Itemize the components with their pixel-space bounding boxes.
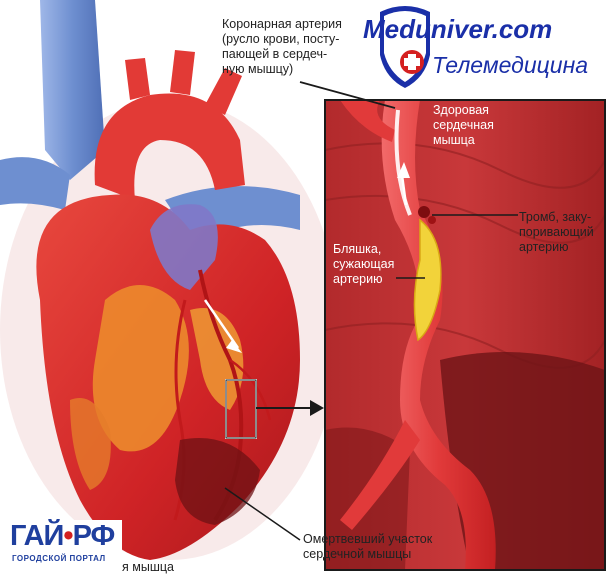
gai-logo-sub: ГОРОДСКОЙ ПОРТАЛ bbox=[12, 554, 106, 563]
label-plaque: Бляшка, сужающая артерию bbox=[333, 242, 394, 287]
gai-logo-sep: • bbox=[63, 520, 72, 552]
label-dead-area: Омертвевший участок сердечной мышцы bbox=[303, 532, 432, 562]
label-healthy-muscle: Здоровая сердечная мышца bbox=[433, 103, 494, 148]
label-thrombus: Тромб, заку- поривающий артерию bbox=[519, 210, 594, 255]
gai-rf-logo: ГАЙ•РФ ГОРОДСКОЙ ПОРТАЛ bbox=[6, 520, 122, 570]
label-coronary-artery: Коронарная артерия (русло крови, посту- … bbox=[222, 17, 342, 77]
brand-site: Meduniver.com bbox=[363, 14, 552, 45]
inset-dead-tissue bbox=[440, 352, 605, 570]
gai-logo-rf: РФ bbox=[73, 520, 115, 552]
thrombus bbox=[418, 206, 430, 218]
gai-rf-logo-text: ГАЙ•РФ bbox=[10, 520, 114, 553]
vena-cava bbox=[40, 0, 105, 180]
artery-inset bbox=[325, 100, 605, 570]
brand-tagline: Телемедицина bbox=[432, 52, 588, 79]
aortic-branch-1 bbox=[125, 58, 150, 100]
aortic-branch-2 bbox=[170, 50, 195, 95]
gai-logo-main: ГАЙ bbox=[10, 520, 63, 552]
